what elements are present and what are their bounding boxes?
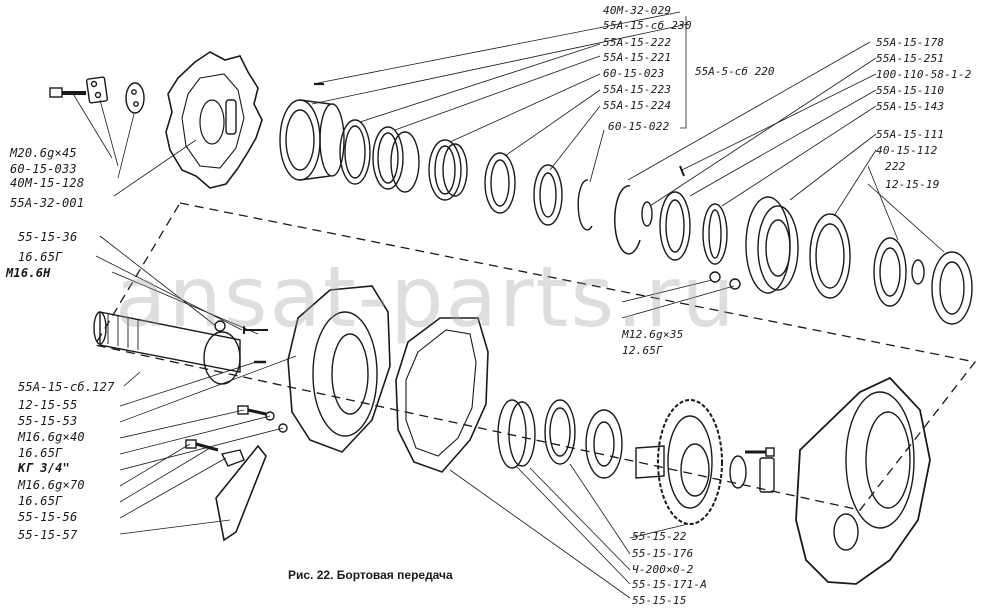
lock-plate [85, 76, 109, 104]
label-left-mid-2: М16.6Н [6, 266, 51, 280]
label-left-mid-0: 55-15-36 [18, 230, 78, 244]
label-left-top-2: 40М-15-128 [10, 176, 85, 190]
bolt-m12 [745, 447, 775, 457]
label-left-top-0: М20.6g×45 [10, 146, 77, 160]
label-left-top-1: 60-15-033 [10, 162, 77, 176]
label-right-2: 100-110-58-1-2 [876, 68, 972, 81]
label-left-bottom-6: М16.6g×70 [18, 478, 85, 492]
bolt-m16-70 [185, 439, 219, 452]
bolt-m16-40 [237, 405, 267, 416]
seal-housing [279, 99, 345, 181]
label-top-6: 55А-15-224 [603, 99, 672, 112]
figure-caption: Рис. 22. Бортовая передача [288, 568, 453, 582]
label-bottom-3: 55-15-171-А [632, 578, 708, 591]
leader-lines [71, 11, 945, 599]
label-left-bottom-4: 16.65Г [18, 446, 63, 460]
bearing-176 [544, 399, 576, 465]
ring-222 [339, 119, 371, 185]
ring-023 [428, 139, 462, 201]
label-left-bottom-8: 55-15-56 [18, 510, 78, 524]
label-left-bottom-9: 55-15-57 [18, 528, 78, 542]
ring-223 [484, 152, 516, 214]
label-center-1: 12.65Г [622, 344, 663, 357]
label-top-2: 55А-15-222 [603, 36, 672, 49]
label-right-7: 222 [885, 160, 906, 173]
bearing-12-15-19 [931, 251, 973, 325]
ring-15 [497, 399, 527, 469]
label-left-bottom-0: 55А-15-сб.127 [18, 380, 115, 394]
label-right-1: 55А-15-251 [876, 52, 945, 65]
label-top-3: 55А-15-221 [603, 51, 672, 64]
gasket-112 [809, 213, 851, 299]
circlip [613, 185, 641, 255]
label-left-bottom-7: 16.65Г [18, 494, 63, 508]
star-gasket [165, 51, 263, 189]
label-right-4: 55А-15-143 [876, 100, 945, 113]
big-gasket [395, 317, 489, 473]
housing-flange [287, 285, 391, 453]
group-tag: 55А-5-сб 220 [695, 65, 775, 78]
label-right-5: 55А-15-111 [876, 128, 945, 141]
label-left-bottom-1: 12-15-55 [18, 398, 78, 412]
label-top-4: 60-15-023 [603, 67, 665, 80]
ring-143 [702, 203, 728, 265]
label-top-1: 55А-15-сб 230 [603, 19, 692, 32]
ring-110 [659, 191, 691, 261]
lock-bar-57 [215, 444, 267, 542]
label-left-top-3: 55А-32-001 [10, 196, 85, 210]
bolt-m20 [49, 87, 86, 98]
label-top-5: 55А-15-223 [603, 83, 672, 96]
label-top-0: 40М-32-029 [603, 4, 672, 17]
ring-221 [372, 126, 404, 190]
cover-111 [745, 196, 799, 294]
label-center-0: М12.6g×35 [622, 328, 684, 341]
label-right-0: 55А-15-178 [876, 36, 945, 49]
label-left-mid-1: 16.65Г [18, 250, 63, 264]
snap-ring-022 [577, 179, 593, 231]
label-right-8: 12-15-19 [885, 178, 940, 191]
final-drive-housing [795, 376, 931, 585]
label-bottom-1: 55-15-176 [632, 547, 694, 560]
label-left-bottom-2: 55-15-53 [18, 414, 78, 428]
assembly-frame [93, 202, 977, 511]
bearing-22 [585, 409, 623, 479]
ring-224 [533, 164, 563, 226]
label-left-bottom-5: КГ 3/4" [18, 461, 70, 475]
label-bottom-0: 55-15-22 [632, 530, 687, 543]
label-bottom-4: 55-15-15 [632, 594, 687, 607]
bearing-222 [873, 237, 907, 307]
watermark-text: ansat-parts.ru [115, 248, 737, 346]
label-left-bottom-3: М16.6g×40 [18, 430, 85, 444]
label-right-6: 40-15-112 [876, 144, 938, 157]
label-right-3: 55А-15-110 [876, 84, 945, 97]
label-top-7: 60-15-022 [608, 120, 670, 133]
gear-55-15-22 [635, 399, 723, 525]
lock-tab-56 [220, 449, 245, 467]
washer-plate [125, 82, 145, 114]
label-bottom-2: Ч-200×0-2 [632, 563, 694, 576]
